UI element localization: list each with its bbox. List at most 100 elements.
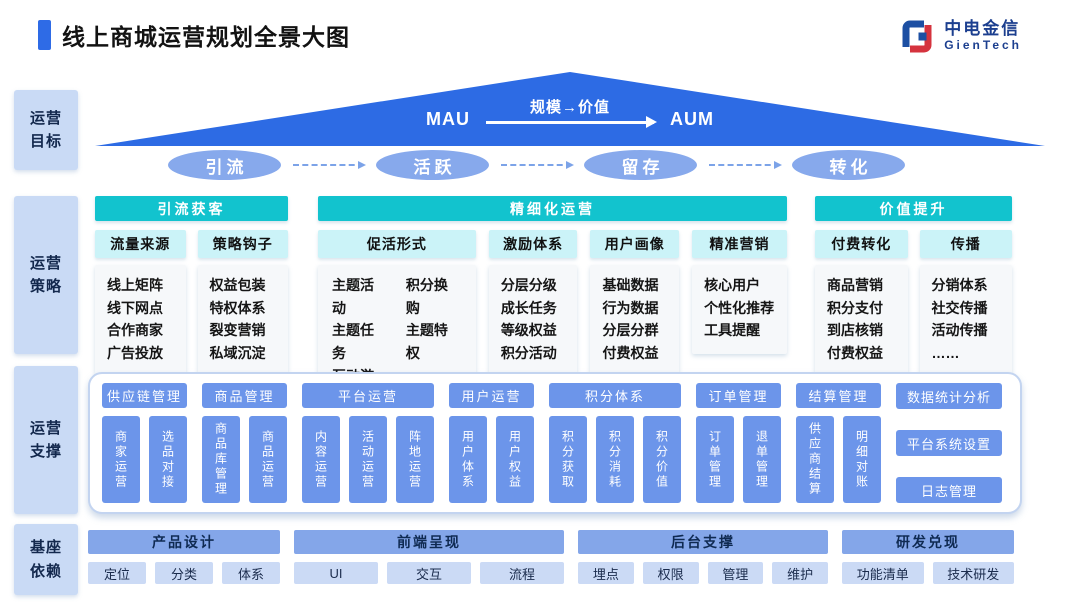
column-card: 商品营销积分支付到店核销付费权益: [815, 265, 908, 374]
card-line: 等级权益: [500, 322, 557, 339]
column-user-profile: 用户画像 基础数据行为数据分层分群付费权益: [590, 230, 680, 464]
support-module: 积分价值: [643, 416, 681, 503]
section-header: 精细化运营: [318, 196, 787, 221]
base-group-header: 后台支撑: [578, 530, 828, 554]
group-platform-tools: 数据统计分析平台系统设置日志管理: [896, 383, 1002, 503]
card-line: 合作商家: [107, 322, 163, 339]
card-line: 裂变营销: [209, 322, 266, 339]
stage-retain: 留存: [584, 150, 697, 180]
column-header: 策略钩子: [197, 230, 288, 258]
card-line: 社交传播: [931, 299, 988, 316]
column-card: 分层分级成长任务等级权益积分活动: [488, 265, 578, 374]
card-line: 核心用户: [704, 277, 761, 293]
page-header: 线上商城运营规划全景大图: [38, 18, 350, 52]
aum-metric: AUM: [670, 109, 714, 129]
base-item: 维护: [772, 562, 828, 584]
base-item: UI: [294, 562, 378, 584]
card-line: 分层分级: [500, 277, 557, 293]
base-item: 定位: [88, 562, 146, 584]
section-header: 价值提升: [815, 196, 1012, 221]
card-line: 私域沉淀: [209, 345, 266, 362]
column-header: 精准营销: [692, 230, 787, 258]
stage-activate: 活跃: [376, 150, 489, 180]
support-side-module: 日志管理: [896, 477, 1002, 503]
stage-convert: 转化: [792, 150, 905, 180]
column-traffic-sources: 流量来源 线上矩阵线下网点合作商家广告投放: [95, 230, 186, 374]
support-module: 退单管理: [743, 416, 781, 503]
base-group-backend: 后台支撑 埋点权限管理维护: [578, 530, 828, 584]
card-line: 活动传播: [931, 322, 988, 339]
support-side-module: 数据统计分析: [896, 383, 1002, 409]
column-card: 核心用户个性化推荐工具提醒: [692, 265, 787, 354]
card-line: 分销体系: [931, 277, 988, 293]
column-header: 传播: [919, 230, 1012, 258]
card-line: 分层分群: [602, 322, 659, 339]
section-value-uplift: 价值提升 付费转化 商品营销积分支付到店核销付费权益 传播 分销体系社交传播活动…: [815, 196, 1012, 374]
base-item: 管理: [707, 562, 764, 584]
support-module: 供应商结算: [796, 416, 834, 503]
column-header: 付费转化: [815, 230, 908, 258]
card-line: 个性化推荐: [704, 299, 775, 316]
card-line: 付费权益: [827, 345, 883, 362]
column-card: 线上矩阵线下网点合作商家广告投放: [95, 265, 186, 374]
support-module: 订单管理: [696, 416, 734, 503]
card-line: 成长任务: [500, 299, 557, 316]
card-line: 积分换购: [405, 277, 448, 316]
card-line: 行为数据: [602, 299, 659, 316]
support-module: 活动运营: [349, 416, 387, 503]
support-module: 明细对账: [843, 416, 881, 503]
column-header: 流量来源: [95, 230, 186, 258]
base-group-rnd: 研发兑现 功能清单技术研发: [842, 530, 1014, 584]
card-line: 权益包装: [209, 277, 266, 293]
group-platform-ops: 平台运营 内容运营活动运营阵地运营: [302, 383, 434, 503]
support-module: 积分消耗: [596, 416, 634, 503]
card-line: 商品营销: [827, 277, 883, 293]
support-module: 选品对接: [149, 416, 187, 503]
card-line: 基础数据: [602, 277, 659, 293]
support-module: 商家运营: [102, 416, 140, 503]
column-paid-conversion: 付费转化 商品营销积分支付到店核销付费权益: [815, 230, 908, 374]
support-module: 商品运营: [249, 416, 287, 503]
group-user-ops: 用户运营 用户体系用户权益: [449, 383, 534, 503]
support-module: 用户体系: [449, 416, 487, 503]
card-line: 积分活动: [500, 345, 557, 362]
base-item: 权限: [642, 562, 699, 584]
right-arrow-icon: [486, 116, 657, 128]
funnel-stages: 引流 活跃 留存 转化: [168, 150, 905, 180]
base-group-product-design: 产品设计 定位分类体系: [88, 530, 280, 584]
row-label-strategy: 运营策略: [14, 196, 78, 354]
logo-cn-text: 中电金信: [944, 19, 1021, 39]
card-line: 线上矩阵: [107, 277, 163, 293]
group-header: 供应链管理: [102, 383, 187, 408]
group-supply-chain: 供应链管理 商家运营选品对接: [102, 383, 187, 503]
column-strategy-hooks: 策略钩子 权益包装特权体系裂变营销私域沉淀: [197, 230, 288, 374]
base-item: 技术研发: [932, 562, 1014, 584]
support-module: 用户权益: [496, 416, 534, 503]
card-line: 到店核销: [827, 322, 883, 339]
column-header: 促活形式: [318, 230, 476, 258]
scale-to-value-arrow: 规模→价值: [486, 96, 657, 132]
support-module: 阵地运营: [396, 416, 434, 503]
column-card: 基础数据行为数据分层分群付费权益: [590, 265, 680, 374]
group-header: 平台运营: [302, 383, 434, 408]
title-accent-bar: [38, 20, 51, 50]
group-product-mgmt: 商品管理 商品库管理商品运营: [202, 383, 287, 503]
row-label-support: 运营支撑: [14, 366, 78, 514]
group-header: 积分体系: [549, 383, 681, 408]
group-points-system: 积分体系 积分获取积分消耗积分价值: [549, 383, 681, 503]
dashed-arrow-icon: [293, 161, 366, 169]
group-order-mgmt: 订单管理 订单管理退单管理: [696, 383, 781, 503]
logo-text: 中电金信 GienTech: [944, 19, 1022, 52]
group-header: 用户运营: [449, 383, 534, 408]
support-module: 商品库管理: [202, 416, 240, 503]
section-traffic-acquisition: 引流获客 流量来源 线上矩阵线下网点合作商家广告投放 策略钩子 权益包装特权体系…: [95, 196, 288, 374]
card-line: 广告投放: [107, 345, 163, 362]
group-header: 结算管理: [796, 383, 881, 408]
column-card: 权益包装特权体系裂变营销私域沉淀: [197, 265, 288, 374]
support-module: 积分获取: [549, 416, 587, 503]
column-precision-marketing: 精准营销 核心用户个性化推荐工具提醒: [692, 230, 787, 464]
mau-metric: MAU: [426, 109, 470, 129]
base-item: 交互: [387, 562, 471, 584]
